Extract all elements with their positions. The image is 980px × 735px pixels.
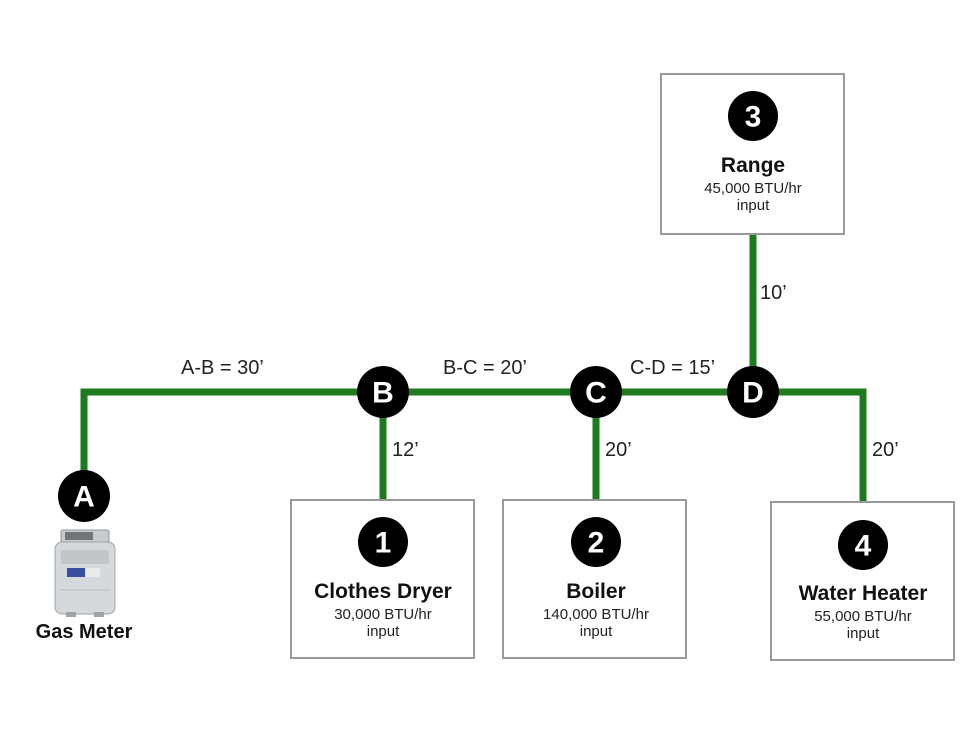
- segment-label-d-heater: 20’: [872, 439, 899, 461]
- appliance-box-heater: 4 Water Heater 55,000 BTU/hr input: [770, 501, 955, 661]
- appliance-name-boiler: Boiler: [566, 580, 626, 603]
- appliance-rating-heater: 55,000 BTU/hr: [814, 608, 912, 625]
- segment-label-cd: C-D = 15’: [630, 357, 715, 379]
- node-a: A: [58, 470, 110, 522]
- segment-label-d-range: 10’: [760, 282, 787, 304]
- pipe-a-b: [80, 388, 387, 494]
- node-b: B: [357, 366, 409, 418]
- node-b-label: B: [372, 377, 394, 410]
- appliance-note-heater: input: [847, 625, 880, 642]
- appliance-box-dryer: 1 Clothes Dryer 30,000 BTU/hr input: [290, 499, 475, 659]
- node-c-label: C: [585, 377, 607, 410]
- appliance-number-heater: 4: [855, 530, 872, 563]
- segment-label-ab: A-B = 30’: [181, 357, 264, 379]
- appliance-number-range: 3: [745, 101, 762, 134]
- appliance-box-boiler: 2 Boiler 140,000 BTU/hr input: [502, 499, 687, 659]
- appliance-rating-dryer: 30,000 BTU/hr: [334, 606, 432, 623]
- pipe-c-d-heater: [592, 388, 867, 504]
- appliance-name-dryer: Clothes Dryer: [314, 580, 452, 603]
- gas-meter-label: Gas Meter: [36, 621, 133, 643]
- appliance-rating-range: 45,000 BTU/hr: [704, 180, 802, 197]
- appliance-note-boiler: input: [580, 623, 613, 640]
- segment-label-bc: B-C = 20’: [443, 357, 527, 379]
- appliance-name-heater: Water Heater: [799, 582, 928, 605]
- appliance-box-range: 3 Range 45,000 BTU/hr input: [660, 73, 845, 235]
- segment-label-b-dryer: 12’: [392, 439, 419, 461]
- node-a-label: A: [73, 481, 95, 514]
- pipe-network: [80, 230, 867, 504]
- appliance-number-boiler: 2: [588, 527, 605, 560]
- gas-meter-icon: [54, 529, 116, 617]
- node-d: D: [727, 366, 779, 418]
- node-c: C: [570, 366, 622, 418]
- appliance-note-dryer: input: [367, 623, 400, 640]
- segment-label-c-boiler: 20’: [605, 439, 632, 461]
- appliance-rating-boiler: 140,000 BTU/hr: [543, 606, 649, 623]
- segment-labels: A-B = 30’ B-C = 20’ C-D = 15’ 12’ 20’ 10…: [181, 282, 899, 461]
- appliance-number-dryer: 1: [375, 527, 392, 560]
- appliance-note-range: input: [737, 197, 770, 214]
- node-d-label: D: [742, 377, 764, 410]
- appliance-name-range: Range: [721, 154, 785, 177]
